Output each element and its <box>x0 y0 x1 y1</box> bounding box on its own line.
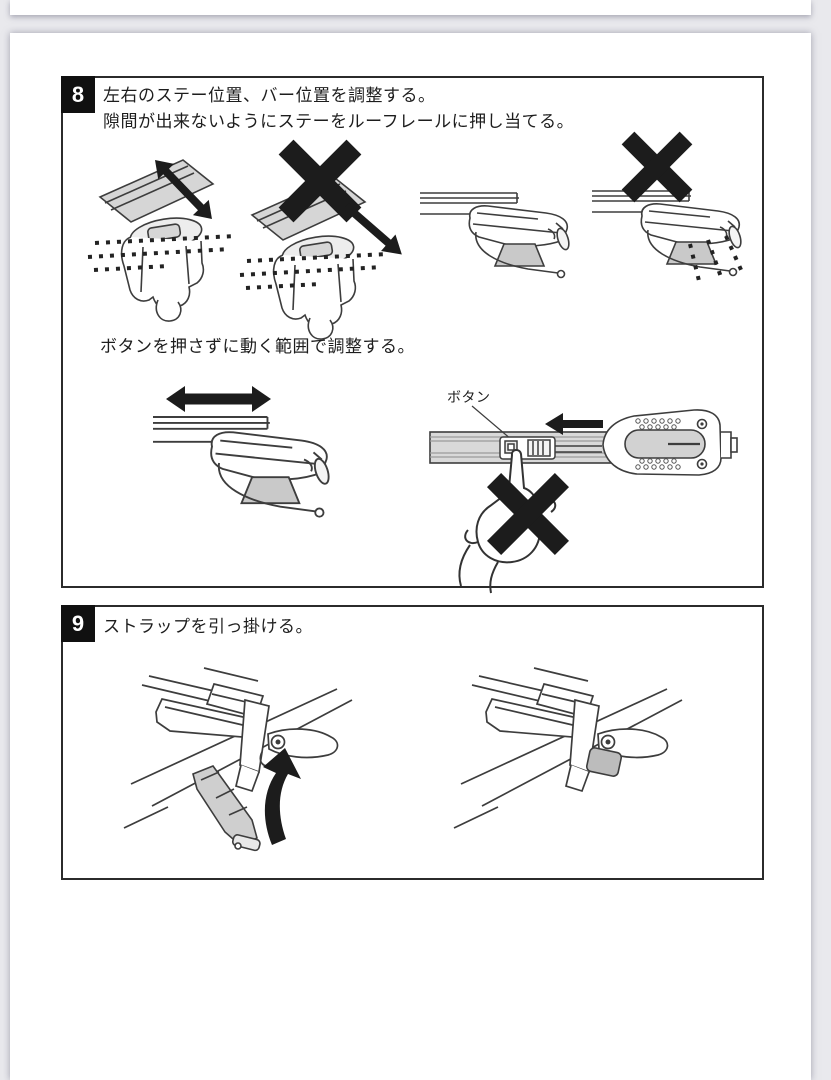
strap-hanging <box>192 765 261 852</box>
previous-page-edge <box>10 0 811 15</box>
button-callout-label: ボタン <box>447 389 491 405</box>
step-9-instruction: ストラップを引っ掛ける。 <box>103 617 313 636</box>
figure-stay-gap-prohibited <box>591 131 744 286</box>
diagonal-arrow-icon <box>343 202 402 255</box>
figure-button-do-not-press <box>429 405 738 594</box>
step-8-note: ボタンを押さずに動く範囲で調整する。 <box>100 337 415 356</box>
curved-up-arrow-icon <box>263 748 301 845</box>
stay-top-view <box>602 409 738 476</box>
strap-hooked <box>585 747 623 777</box>
figure-strap-hooked-result <box>453 667 683 829</box>
figure-slide-range-adjust <box>152 386 333 518</box>
step-8-line1: 左右のステー位置、バー位置を調整する。 <box>103 86 436 105</box>
step-8-instruction: 左右のステー位置、バー位置を調整する。隙間が出来ないようにステーをルーフレールに… <box>103 83 574 135</box>
step-9-number-badge: 9 <box>61 605 95 642</box>
prohibition-x-icon <box>486 472 570 556</box>
figure-bar-angle-adjust-ok <box>86 158 238 324</box>
slider-button <box>499 436 556 460</box>
figure-stay-flush-ok <box>419 192 572 279</box>
figure-bar-angle-adjust-prohibited <box>238 139 402 342</box>
prohibition-x-icon <box>621 131 693 203</box>
figure-strap-hook-action <box>123 667 353 852</box>
left-arrow-icon <box>545 413 603 435</box>
double-arrow-icon <box>166 386 271 412</box>
prohibition-x-icon <box>278 139 362 223</box>
step-8-line2: 隙間が出来ないようにステーをルーフレールに押し当てる。 <box>103 112 575 131</box>
gap-dotted-lines <box>688 243 702 286</box>
step-8-number-badge: 8 <box>61 76 95 113</box>
double-arrow-icon <box>155 160 212 219</box>
